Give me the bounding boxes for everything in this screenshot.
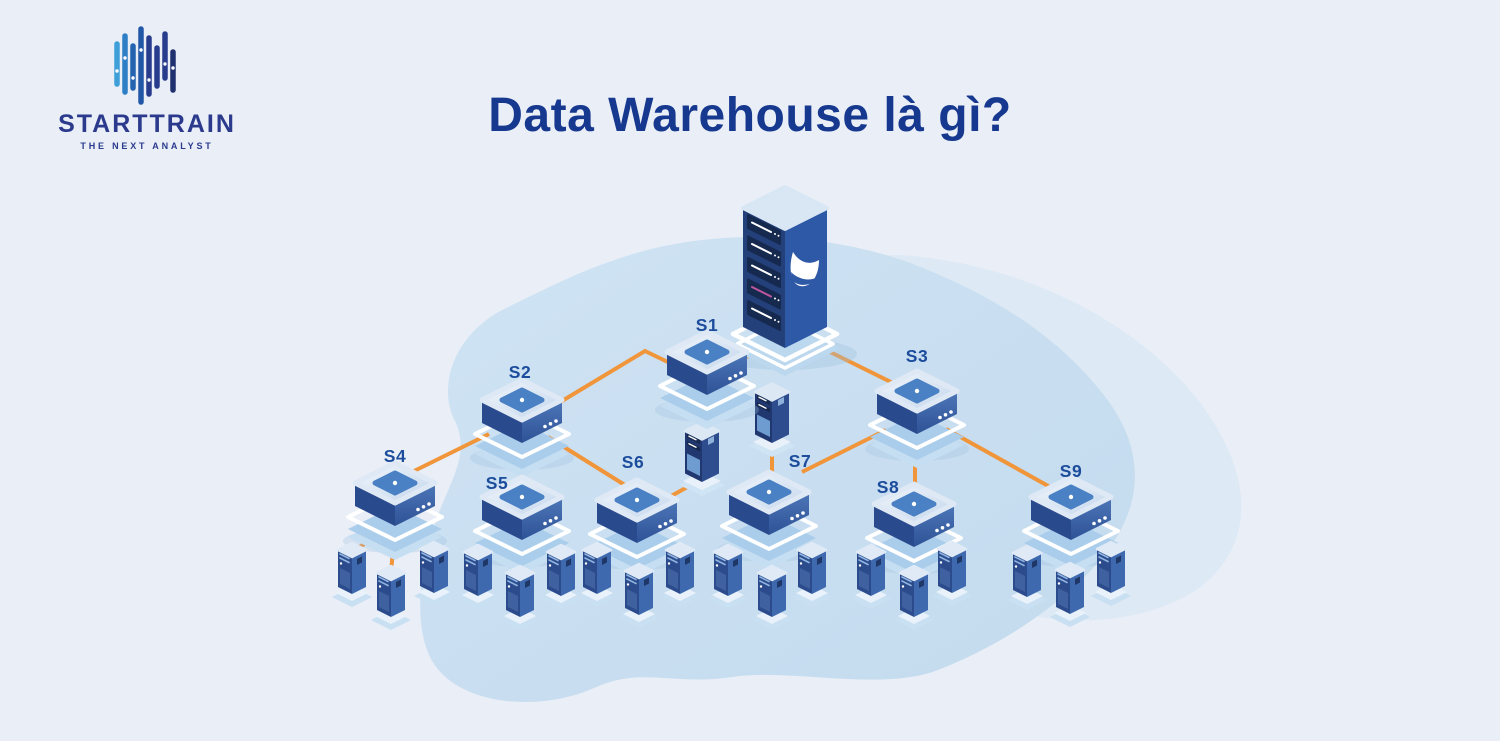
leaf-server: [498, 564, 542, 632]
server-rack-slots: [747, 214, 781, 331]
leaf-server: [330, 541, 374, 609]
brand-name: STARTTRAIN: [58, 110, 236, 138]
node-s2-label: S2: [509, 362, 531, 382]
connector-s2-s4: [405, 432, 490, 477]
leaf-server: [1005, 544, 1049, 612]
node-s3-label: S3: [906, 346, 928, 366]
leaf-server: [849, 543, 893, 611]
aux-tower-2: [747, 382, 797, 459]
node-s7-label: S7: [789, 451, 811, 471]
page-title: Data Warehouse là gì?: [488, 89, 1012, 142]
node-s1-label: S1: [696, 315, 718, 335]
central-data-warehouse-server: [713, 185, 857, 376]
leaf-server: [892, 564, 936, 632]
connector-s3-s9: [945, 427, 1051, 489]
connector-s1-s2: [555, 348, 677, 406]
leaf-server: [575, 541, 619, 609]
node-s8-label: S8: [877, 477, 899, 497]
leaf-server: [658, 541, 702, 609]
leaf-server: [369, 564, 413, 632]
node-s6-label: S6: [622, 452, 644, 472]
leaf-server: [539, 543, 583, 611]
brand-logo: STARTTRAIN THE NEXT ANALYST: [52, 26, 242, 151]
leaf-server: [456, 543, 500, 611]
leaf-server: [790, 541, 834, 609]
leaf-server: [412, 540, 456, 608]
leaf-server: [706, 543, 750, 611]
node-s4-label: S4: [384, 446, 406, 466]
leaf-server: [617, 562, 661, 630]
leaf-server: [1089, 540, 1133, 608]
leaf-server: [1048, 561, 1092, 629]
leaf-server: [930, 540, 974, 608]
brand-tagline: THE NEXT ANALYST: [80, 141, 214, 151]
node-s5-label: S5: [486, 473, 508, 493]
server-brand-mark-icon: [790, 252, 819, 287]
leaf-server: [750, 564, 794, 632]
aux-tower-1: [677, 421, 727, 498]
equalizer-bars-icon: [114, 26, 176, 105]
node-s9-label: S9: [1060, 461, 1082, 481]
